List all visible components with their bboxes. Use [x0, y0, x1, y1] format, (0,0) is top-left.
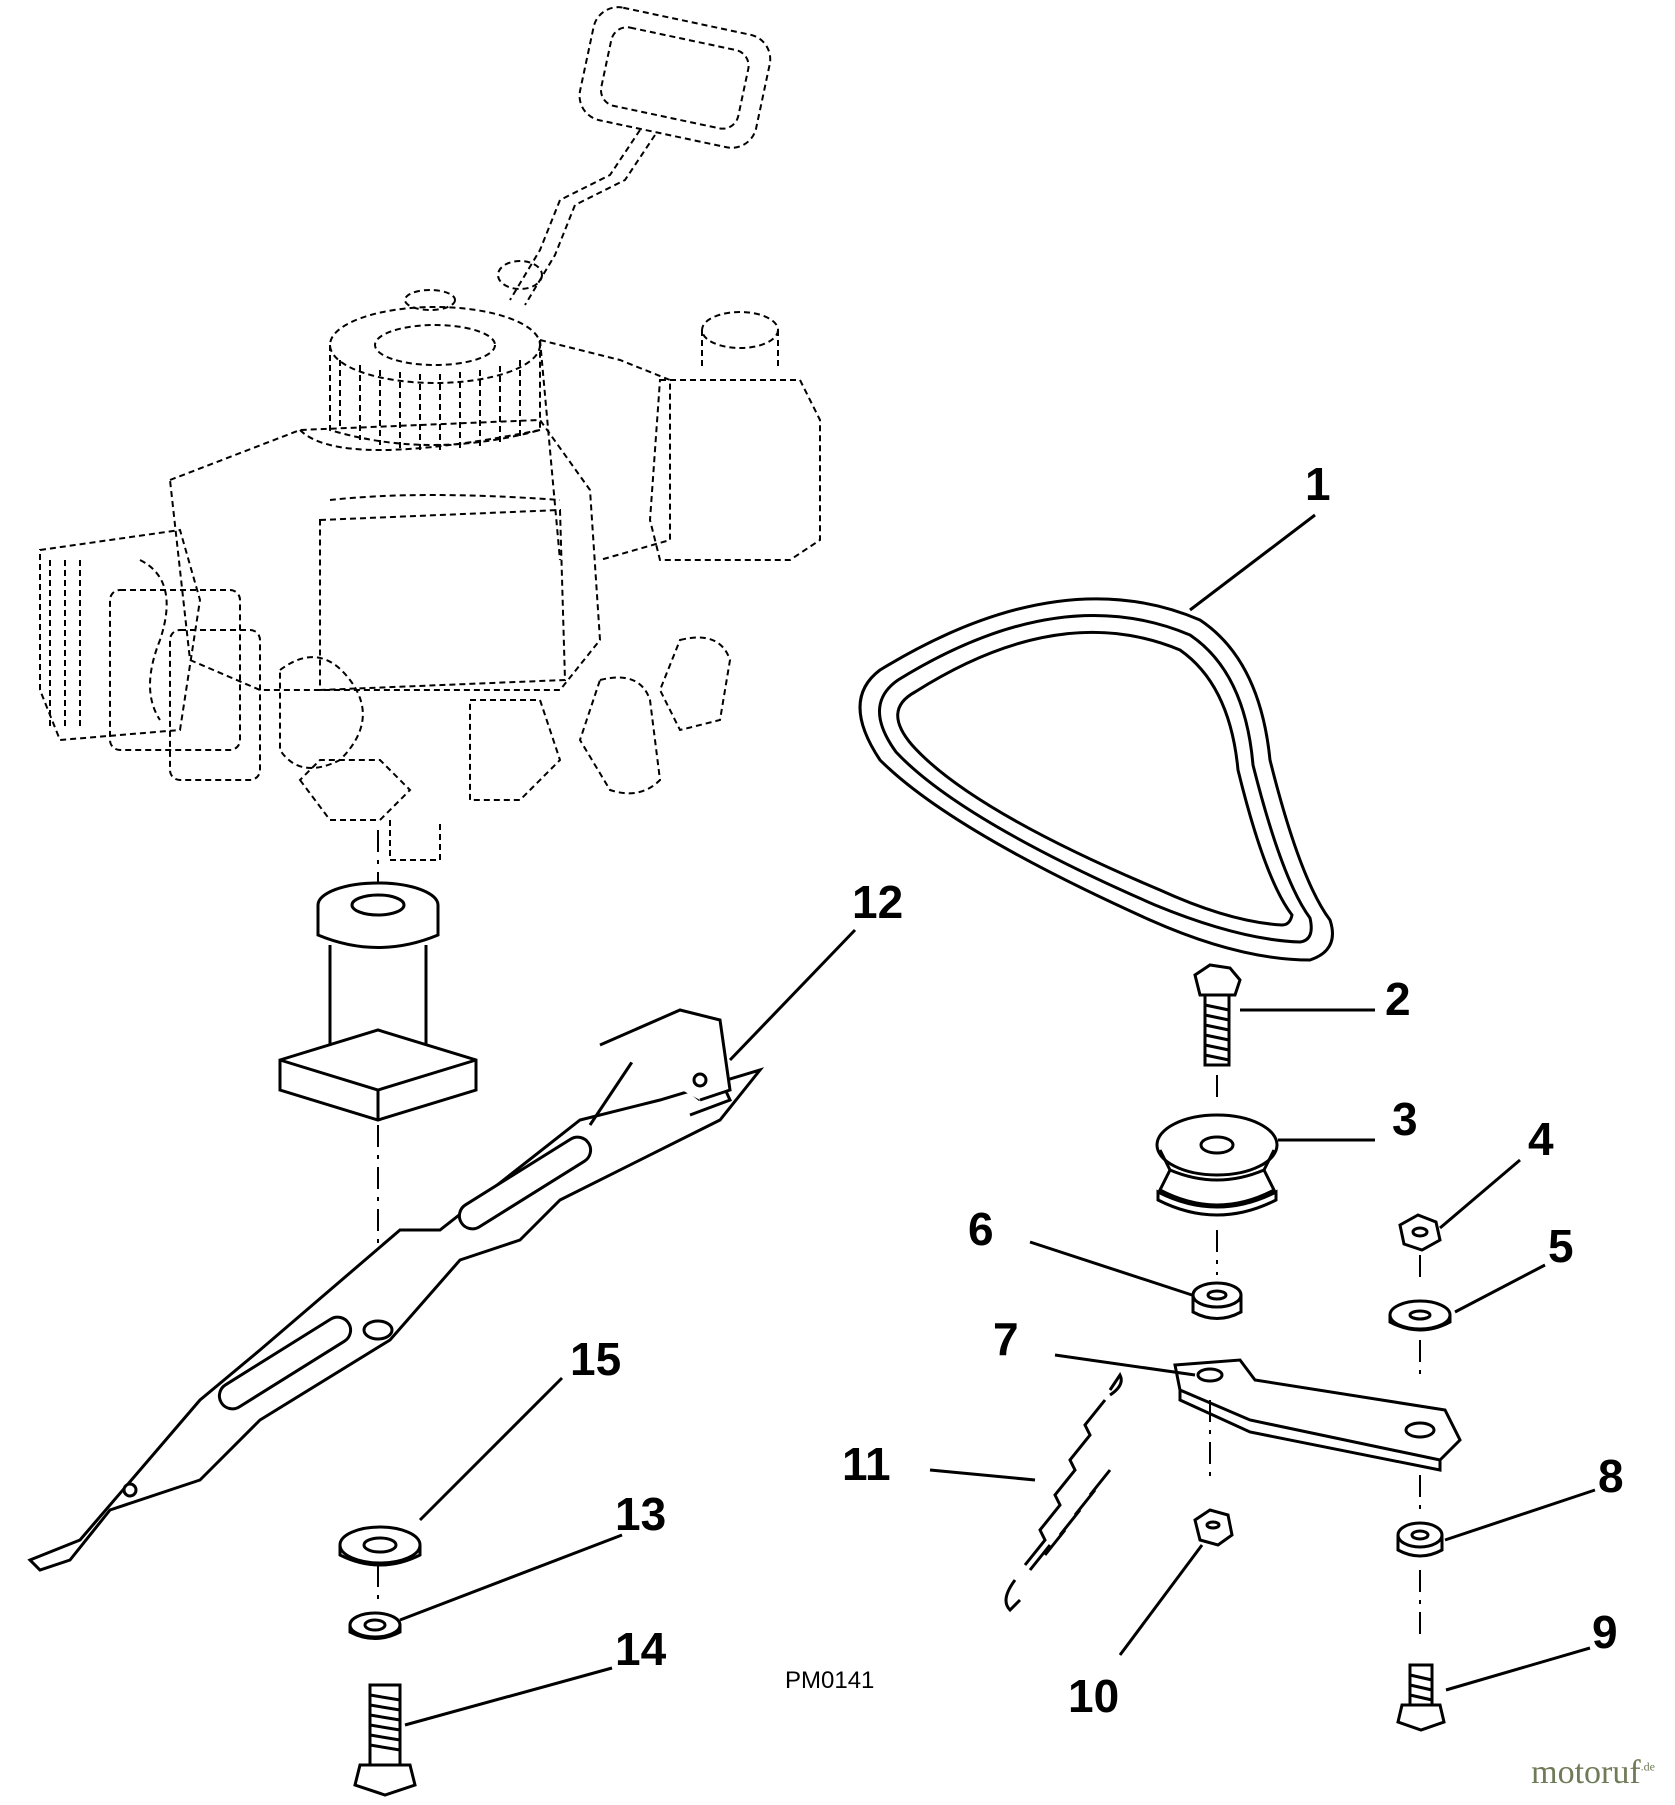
callout-13: 13: [615, 1488, 666, 1540]
callout-1: 1: [1305, 458, 1331, 510]
callout-9: 9: [1592, 1606, 1618, 1658]
idler-assembly: [1004, 963, 1462, 1732]
callout-labels: 1 2 3 4 5 6 7 8 9 10 11 12 13 14 15 PM01…: [570, 458, 1624, 1722]
watermark-name: motoruf: [1531, 1754, 1641, 1791]
callout-12: 12: [852, 876, 903, 928]
callout-11: 11: [842, 1438, 891, 1490]
callout-14: 14: [615, 1623, 667, 1675]
watermark: motoruf.de: [1531, 1754, 1655, 1792]
callout-7: 7: [993, 1313, 1019, 1365]
callout-10: 10: [1068, 1670, 1119, 1722]
callout-3: 3: [1392, 1093, 1418, 1145]
callout-5: 5: [1548, 1220, 1574, 1272]
mower-blade: [27, 1008, 765, 1572]
callout-4: 4: [1528, 1113, 1554, 1165]
engine-phantom: [39, 6, 821, 930]
drive-belt: [858, 597, 1334, 962]
drawing-code: PM0141: [785, 1667, 874, 1694]
callout-6: 6: [968, 1203, 994, 1255]
callout-15: 15: [570, 1333, 621, 1385]
blade-hardware: [338, 1525, 422, 1797]
callout-8: 8: [1598, 1450, 1624, 1502]
watermark-suffix: .de: [1640, 1759, 1655, 1774]
blade-adapter: [278, 881, 478, 1320]
leader-lines: [399, 513, 1596, 1727]
callout-2: 2: [1385, 973, 1411, 1025]
